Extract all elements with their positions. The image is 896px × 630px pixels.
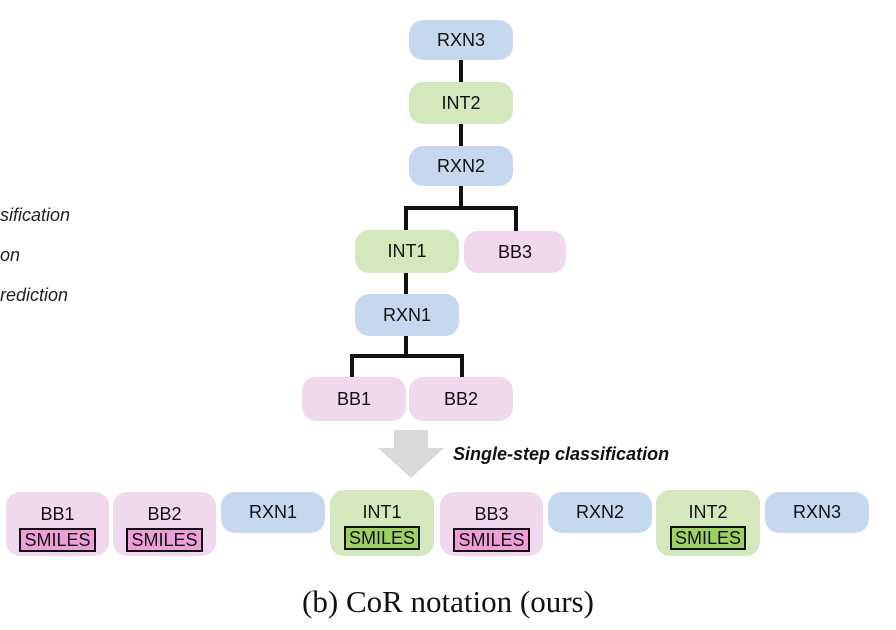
edge-int2-rxn2 [459, 124, 463, 146]
smiles-tag: SMILES [453, 528, 530, 552]
seq-item-int1: INT1 SMILES [330, 490, 434, 556]
edge-rxn1-stem [404, 336, 408, 356]
seq-label: BB2 [147, 504, 182, 524]
seq-label: INT2 [688, 502, 728, 522]
node-label: RXN2 [436, 155, 485, 176]
seq-label: RXN3 [792, 502, 841, 522]
node-label: INT2 [441, 92, 481, 113]
left-label-2: on [0, 245, 21, 265]
edge-rxn2-bar [404, 206, 518, 210]
tree-node-int1: INT1 [355, 230, 459, 273]
tree-node-rxn3: RXN3 [409, 20, 513, 60]
seq-item-rxn3: RXN3 [765, 492, 869, 533]
tree-node-bb2: BB2 [409, 377, 513, 421]
edge-rxn2-stem [459, 186, 463, 208]
seq-item-bb2: BB2 SMILES [113, 492, 216, 556]
edge-rxn1-bar [350, 354, 464, 358]
figure-caption: (b) CoR notation (ours) [302, 584, 594, 619]
tree-node-bb1: BB1 [302, 377, 406, 421]
edge-to-bb3 [514, 206, 518, 231]
seq-label: BB1 [40, 504, 75, 524]
transition-label: Single-step classification [453, 444, 670, 464]
edge-rxn3-int2 [459, 60, 463, 82]
edge-int1-rxn1 [404, 273, 408, 294]
tree-node-rxn2: RXN2 [409, 146, 513, 186]
node-label: RXN3 [436, 29, 485, 50]
node-label: INT1 [387, 241, 427, 261]
seq-item-bb1: BB1 SMILES [6, 492, 109, 556]
edge-to-bb1 [350, 354, 354, 377]
seq-item-rxn1: RXN1 [221, 492, 325, 533]
smiles-tag: SMILES [19, 528, 96, 552]
tree-node-int2: INT2 [409, 82, 513, 124]
node-label: RXN1 [382, 304, 431, 325]
seq-label: INT1 [362, 502, 402, 522]
seq-item-rxn2: RXN2 [548, 492, 652, 533]
seq-label: BB3 [474, 504, 509, 524]
left-label-classification: sification [0, 205, 71, 225]
seq-item-int2: INT2 SMILES [656, 490, 760, 556]
seq-item-bb3: BB3 SMILES [440, 492, 543, 556]
node-label: BB2 [443, 388, 479, 409]
smiles-tag: SMILES [343, 526, 421, 550]
seq-label: RXN2 [575, 502, 624, 522]
left-label-prediction: rediction [0, 285, 69, 305]
node-label: BB3 [497, 241, 533, 262]
node-label: BB1 [336, 388, 372, 409]
down-arrow-icon [378, 430, 444, 478]
tree-node-bb3: BB3 [464, 231, 566, 273]
seq-label: RXN1 [248, 502, 297, 522]
smiles-tag: SMILES [126, 528, 203, 552]
edge-to-bb2 [460, 354, 464, 377]
edge-to-int1 [404, 206, 408, 230]
smiles-tag: SMILES [669, 526, 747, 550]
tree-node-rxn1: RXN1 [355, 294, 459, 336]
